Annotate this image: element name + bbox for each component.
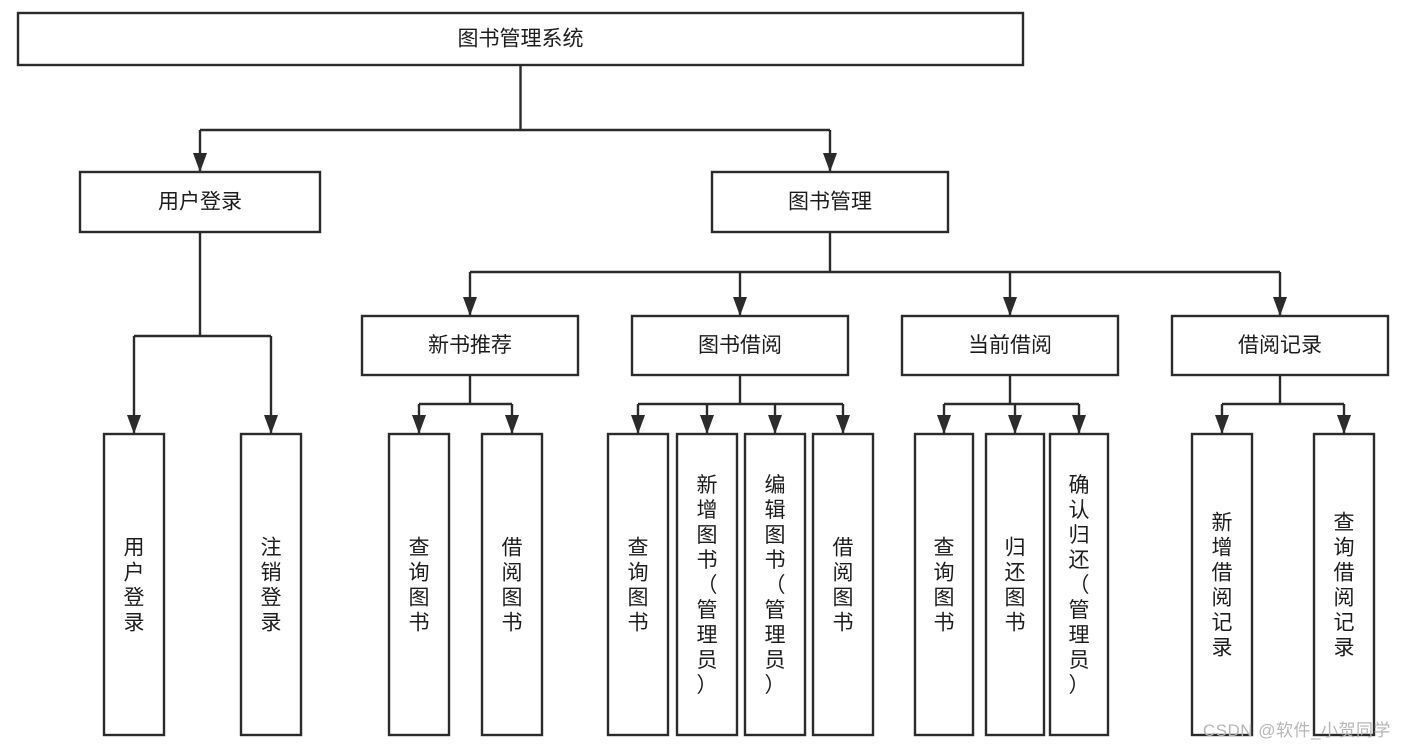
node-query-book-current[interactable]: 查询图书: [913, 432, 975, 737]
user-login-arrow-1: [264, 415, 278, 434]
book-manage-arrow-0: [463, 297, 477, 316]
book-manage-arrow-1: [733, 297, 747, 316]
node-logout-leaf-box[interactable]: [239, 432, 303, 737]
book-borrow-arrow-0: [631, 415, 645, 434]
node-return-book-label: 归还图书: [1005, 537, 1026, 635]
node-borrow-book[interactable]: 借阅图书: [811, 432, 875, 737]
node-logout-leaf-label: 注销登录: [261, 537, 282, 635]
node-borrow-book-recommend-label: 借阅图书: [502, 537, 523, 635]
node-root-label: 图书管理系统: [458, 28, 584, 51]
node-layer: 用户登录图书管理新书推荐图书借阅当前借阅借阅记录用户登录注销登录查询图书借阅图书…: [16, 11, 1390, 737]
node-edit-book-admin-label: 编辑图书（管理员）: [765, 474, 786, 697]
book-borrow-arrow-2: [768, 415, 782, 434]
node-book-manage[interactable]: 图书管理: [710, 170, 950, 234]
node-new-book-recommend-label: 新书推荐: [428, 334, 512, 357]
node-confirm-return-admin[interactable]: 确认归还（管理员）: [1048, 432, 1110, 737]
node-return-book[interactable]: 归还图书: [984, 432, 1046, 737]
node-borrow-record[interactable]: 借阅记录: [1170, 314, 1390, 377]
root-arrow-0: [193, 153, 207, 172]
node-add-borrow-record-label: 新增借阅记录: [1212, 512, 1233, 660]
node-edit-book-admin[interactable]: 编辑图书（管理员）: [743, 432, 807, 737]
node-return-book-box[interactable]: [984, 432, 1046, 737]
node-book-borrow[interactable]: 图书借阅: [630, 314, 850, 377]
current-borrow-arrow-1: [1008, 415, 1022, 434]
node-edit-book-admin-box[interactable]: [743, 432, 807, 737]
node-root-box[interactable]: [16, 11, 1025, 67]
new-book-recommend-arrow-1: [505, 415, 519, 434]
node-query-borrow-record-box[interactable]: [1312, 432, 1376, 737]
book-manage-arrow-2: [1003, 297, 1017, 316]
node-query-borrow-record-label: 查询借阅记录: [1334, 512, 1355, 660]
node-new-book-recommend[interactable]: 新书推荐: [360, 314, 580, 377]
book-borrow-arrow-3: [836, 415, 850, 434]
node-add-book-admin[interactable]: 新增图书（管理员）: [675, 432, 739, 737]
node-user-login-label: 用户登录: [158, 191, 242, 214]
node-book-borrow-label: 图书借阅: [698, 334, 782, 357]
node-query-book-recommend-label: 查询图书: [409, 537, 430, 635]
current-borrow-arrow-2: [1072, 415, 1086, 434]
book-borrow-arrow-1: [700, 415, 714, 434]
borrow-record-arrow-0: [1215, 415, 1229, 434]
node-add-book-admin-box[interactable]: [675, 432, 739, 737]
node-new-book-recommend-box[interactable]: [360, 314, 580, 377]
node-query-borrow-record[interactable]: 查询借阅记录: [1312, 432, 1376, 737]
root-arrow-1: [823, 153, 837, 172]
node-query-book-borrow-label: 查询图书: [628, 537, 649, 635]
new-book-recommend-arrow-0: [412, 415, 426, 434]
node-add-borrow-record-box[interactable]: [1190, 432, 1254, 737]
node-root[interactable]: 图书管理系统: [16, 11, 1025, 67]
node-user-login-leaf-label: 用户登录: [124, 537, 145, 635]
csdn-watermark: CSDN @软件_小贺同学: [1202, 721, 1391, 740]
node-add-borrow-record[interactable]: 新增借阅记录: [1190, 432, 1254, 737]
connector-layer: [127, 65, 1351, 434]
current-borrow-arrow-0: [937, 415, 951, 434]
node-borrow-book-box[interactable]: [811, 432, 875, 737]
user-login-arrow-0: [127, 415, 141, 434]
node-confirm-return-admin-label: 确认归还（管理员）: [1069, 474, 1090, 697]
node-current-borrow[interactable]: 当前借阅: [900, 314, 1120, 377]
node-borrow-book-label: 借阅图书: [833, 537, 854, 635]
node-borrow-record-label: 借阅记录: [1238, 334, 1322, 357]
node-query-book-borrow-box[interactable]: [606, 432, 670, 737]
node-query-book-recommend[interactable]: 查询图书: [387, 432, 451, 737]
node-book-manage-box[interactable]: [710, 170, 950, 234]
node-user-login-box[interactable]: [78, 170, 322, 234]
node-current-borrow-box[interactable]: [900, 314, 1120, 377]
node-current-borrow-label: 当前借阅: [968, 334, 1052, 357]
node-borrow-book-recommend-box[interactable]: [480, 432, 544, 737]
node-user-login-leaf-box[interactable]: [102, 432, 166, 737]
node-book-manage-label: 图书管理: [788, 191, 872, 214]
node-add-book-admin-label: 新增图书（管理员）: [697, 474, 718, 697]
node-borrow-record-box[interactable]: [1170, 314, 1390, 377]
node-borrow-book-recommend[interactable]: 借阅图书: [480, 432, 544, 737]
node-query-book-current-box[interactable]: [913, 432, 975, 737]
book-manage-arrow-3: [1273, 297, 1287, 316]
node-logout-leaf[interactable]: 注销登录: [239, 432, 303, 737]
node-query-book-current-label: 查询图书: [934, 537, 955, 635]
node-book-borrow-box[interactable]: [630, 314, 850, 377]
node-user-login[interactable]: 用户登录: [78, 170, 322, 234]
node-query-book-borrow[interactable]: 查询图书: [606, 432, 670, 737]
node-confirm-return-admin-box[interactable]: [1048, 432, 1110, 737]
node-user-login-leaf[interactable]: 用户登录: [102, 432, 166, 737]
node-query-book-recommend-box[interactable]: [387, 432, 451, 737]
borrow-record-arrow-1: [1337, 415, 1351, 434]
